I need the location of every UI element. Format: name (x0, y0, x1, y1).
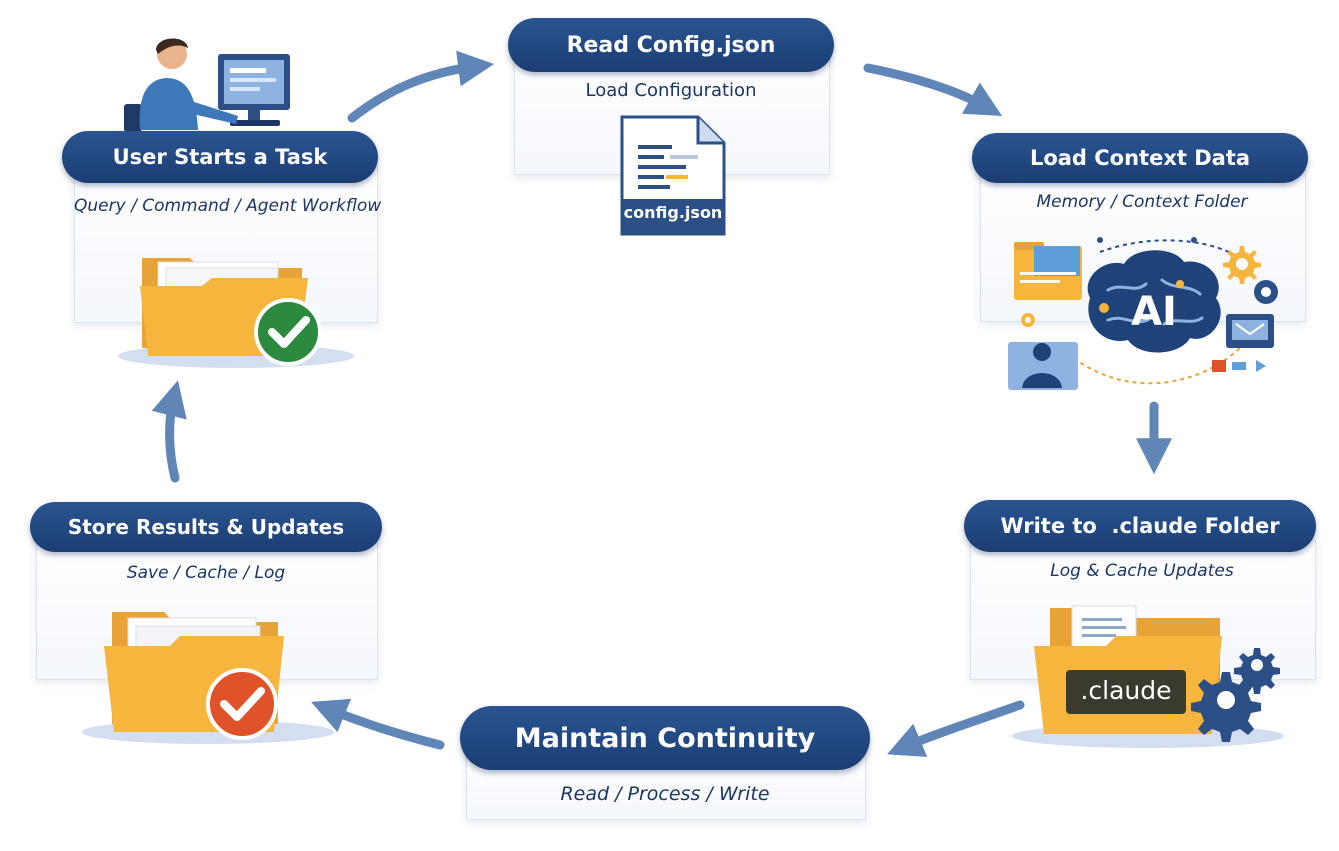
user-at-computer-icon (124, 38, 290, 132)
step-subtitle-store: Save / Cache / Log (126, 563, 286, 583)
step-title-store: Store Results & Updates (30, 502, 382, 552)
step-title-continuity: Maintain Continuity (460, 706, 870, 770)
ai-brain-label: AI (1131, 289, 1177, 335)
arrow-config-to-context (863, 63, 1003, 117)
step-subtitle-write-claude: Log & Cache Updates (1050, 561, 1234, 581)
config-file-icon: config.json (620, 115, 726, 236)
step-subtitle-user-task: Query / Command / Agent Workflow (74, 196, 382, 216)
step-subtitle-read-config: Load Configuration (585, 80, 757, 101)
claude-folder-label: .claude (1080, 676, 1172, 705)
arrow-store-to-task (151, 380, 187, 483)
config-file-label: config.json (623, 203, 723, 222)
arrow-write-to-continuity (887, 700, 1025, 757)
ai-context-illustration: AI (1004, 228, 1294, 394)
step-title-load-context: Load Context Data (972, 133, 1308, 183)
step-title-user-task: User Starts a Task (62, 131, 378, 183)
step-title-read-config: Read Config.json (508, 18, 834, 72)
folder-check-icon (118, 258, 354, 368)
claude-folder-illustration: .claude (1010, 598, 1286, 750)
step-subtitle-load-context: Memory / Context Folder (1036, 192, 1248, 212)
step-subtitle-continuity: Read / Process / Write (560, 783, 770, 805)
arrow-continuity-to-store (311, 698, 445, 750)
arrow-task-to-config (347, 50, 495, 123)
step-title-write-claude: Write to .claude Folder (964, 500, 1316, 552)
folder-save-icon (82, 612, 334, 744)
